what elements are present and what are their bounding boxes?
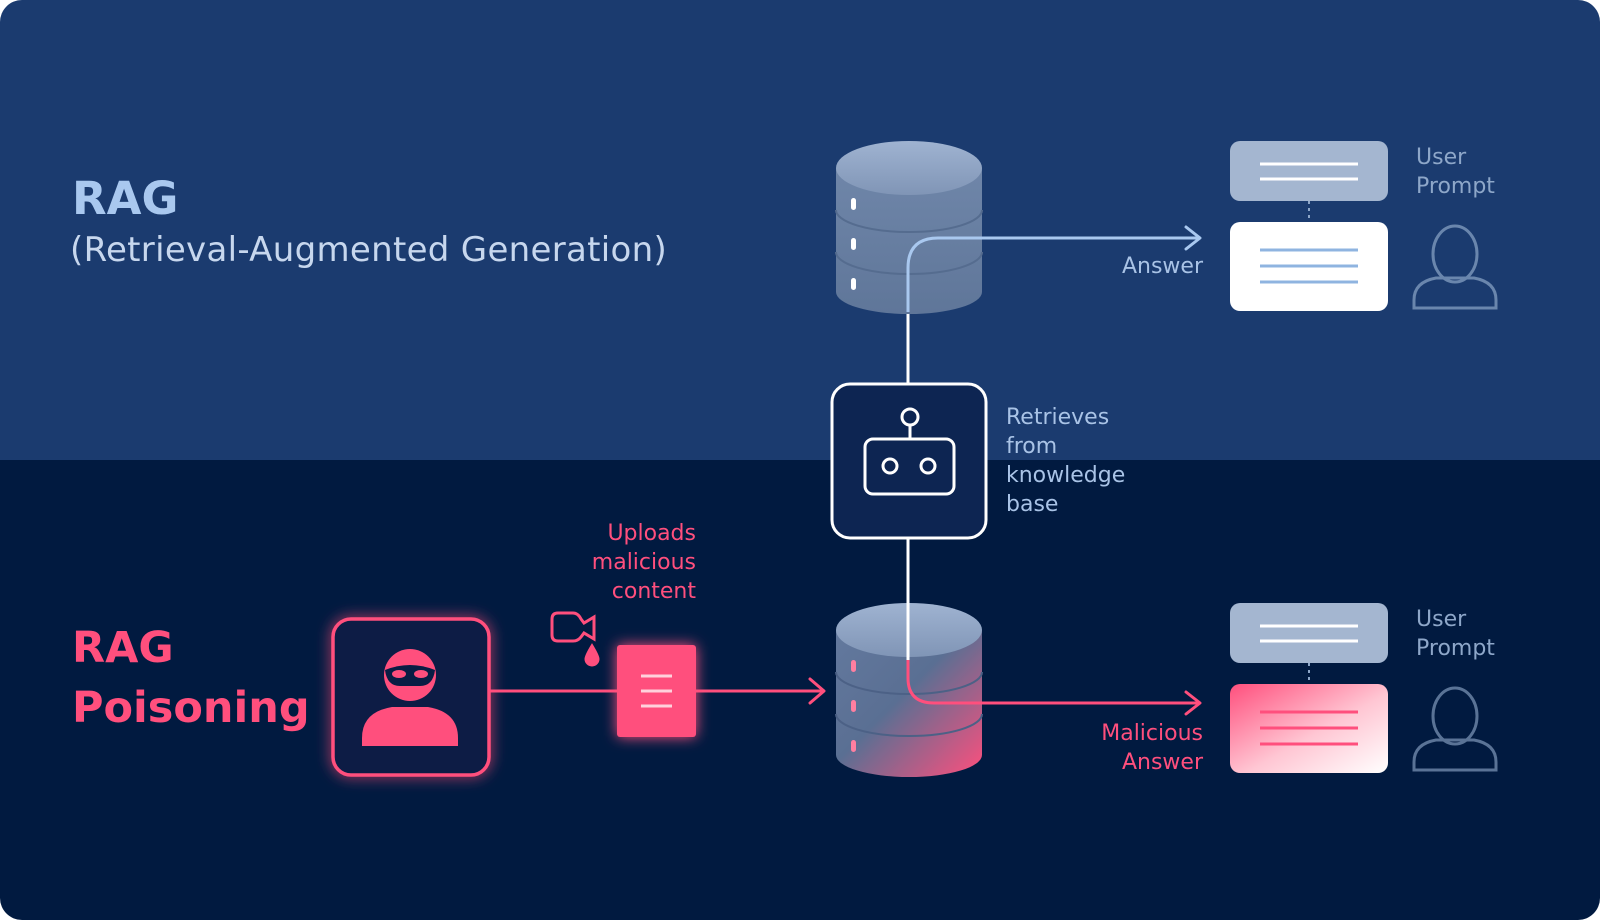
rag-title: RAG bbox=[72, 172, 179, 225]
retrieves-label: Retrieves from knowledge base bbox=[1006, 405, 1126, 517]
hacker-icon bbox=[331, 617, 491, 777]
answer-card bbox=[1230, 222, 1388, 311]
malicious-answer-label: Malicious Answer bbox=[1101, 721, 1203, 775]
user-prompt-card bbox=[1230, 141, 1388, 201]
robot-icon bbox=[830, 382, 988, 540]
rag-subtitle: (Retrieval-Augmented Generation) bbox=[70, 230, 668, 270]
answer-arrow-head-icon bbox=[1184, 225, 1202, 251]
poisoning-title: RAG Poisoning bbox=[72, 623, 310, 733]
malicious-answer-arrow-head-icon bbox=[1184, 690, 1202, 716]
answer-label: Answer bbox=[1121, 254, 1203, 279]
user-prompt-card-poisoned bbox=[1230, 603, 1388, 663]
malicious-answer-arrow-line bbox=[906, 660, 1198, 705]
user-icon bbox=[1412, 224, 1498, 310]
answer-arrow-line bbox=[906, 236, 1198, 312]
user-prompt-label-poisoned: User Prompt bbox=[1416, 607, 1495, 661]
malicious-answer-card bbox=[1230, 684, 1388, 773]
uploads-label: Uploads malicious content bbox=[591, 521, 696, 604]
upload-arrow-head-icon bbox=[808, 677, 826, 705]
user-icon-poisoned bbox=[1412, 686, 1498, 772]
document-icon bbox=[617, 645, 696, 737]
poison-drop-icon bbox=[550, 611, 600, 667]
user-prompt-label: User Prompt bbox=[1416, 145, 1495, 199]
